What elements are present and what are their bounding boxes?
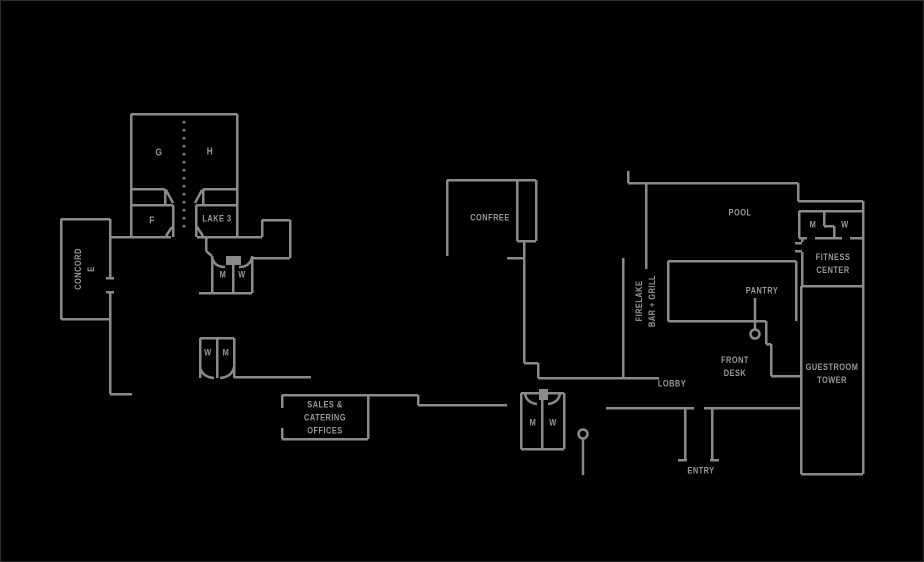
pool-walls xyxy=(700,193,780,233)
corridor-north-walls xyxy=(110,218,292,260)
confree-room-walls xyxy=(445,178,623,380)
door-swing-marks xyxy=(164,189,205,237)
room-label-concord: CONCORD E xyxy=(72,248,98,290)
corridor-west-walls xyxy=(108,319,132,396)
restrooms-upper-left-walls xyxy=(199,237,254,295)
meeting-rooms-walls xyxy=(129,112,239,237)
sales-line2: CATERING xyxy=(304,412,346,423)
restroom-label-m: M xyxy=(219,269,227,280)
sales-line3: OFFICES xyxy=(307,425,343,436)
main-building-outline xyxy=(621,171,865,474)
room-label-pool: POOL xyxy=(728,207,752,218)
restroom-label-m: M xyxy=(222,347,230,358)
restroom-door-arcs-upper-left xyxy=(205,250,254,269)
room-label-g: G xyxy=(155,147,163,159)
restroom-label-w: W xyxy=(549,417,557,428)
fitness-center-walls xyxy=(795,238,863,288)
firelake-line1: FIRELAKE xyxy=(634,280,644,322)
pantry-marker xyxy=(749,328,761,340)
fitness-line2: CENTER xyxy=(816,265,850,275)
room-label-lobby: LOBBY xyxy=(657,378,687,389)
tower-line2: TOWER xyxy=(817,375,847,385)
room-label-guestroom-tower: GUESTROOM TOWER xyxy=(806,361,859,387)
restroom-door-arcs-center xyxy=(523,393,562,406)
concord-room-walls xyxy=(59,217,114,321)
restroom-label-m: M xyxy=(809,219,817,230)
room-label-f: F xyxy=(149,215,155,227)
room-label-front-desk: FRONT DESK xyxy=(721,354,749,380)
restrooms-center-walls xyxy=(519,391,566,451)
room-label-firelake: FIRELAKE BAR + GRILL xyxy=(633,275,659,327)
restroom-label-w: W xyxy=(238,269,246,280)
sales-line1: SALES & xyxy=(307,399,343,410)
room-label-pantry: PANTRY xyxy=(745,285,779,296)
room-label-lake3: LAKE 3 xyxy=(202,213,232,224)
restrooms-lower-left-walls xyxy=(198,336,236,378)
restroom-label-m: M xyxy=(529,417,537,428)
front-desk-line1: FRONT xyxy=(721,355,749,365)
room-label-fitness-center: FITNESS CENTER xyxy=(816,251,851,277)
firelake-line2: BAR + GRILL xyxy=(647,275,657,327)
concord-line2: E xyxy=(86,266,96,272)
restrooms-fitness-walls xyxy=(797,209,863,240)
concord-line1: CONCORD xyxy=(73,248,83,290)
room-label-h: H xyxy=(206,146,214,158)
restroom-vestibule xyxy=(226,256,241,265)
lobby-entry-walls xyxy=(606,406,801,462)
pantry-room-walls xyxy=(666,259,801,378)
sales-catering-walls xyxy=(280,393,507,441)
fitness-line1: FITNESS xyxy=(815,252,851,262)
guestroom-tower-walls xyxy=(799,286,863,476)
front-desk-line2: DESK xyxy=(723,368,747,378)
restroom-label-w: W xyxy=(841,219,849,230)
room-label-sales-catering: SALES & CATERING OFFICES xyxy=(304,399,346,438)
room-label-entry: ENTRY xyxy=(687,465,715,476)
column-marker xyxy=(577,428,589,440)
room-label-confree: CONFREE xyxy=(470,212,510,223)
restroom-label-w: W xyxy=(204,347,212,358)
restroom-vestibule xyxy=(539,389,548,400)
restroom-door-arcs-lower-left xyxy=(198,366,236,380)
tower-line1: GUESTROOM xyxy=(805,362,859,372)
